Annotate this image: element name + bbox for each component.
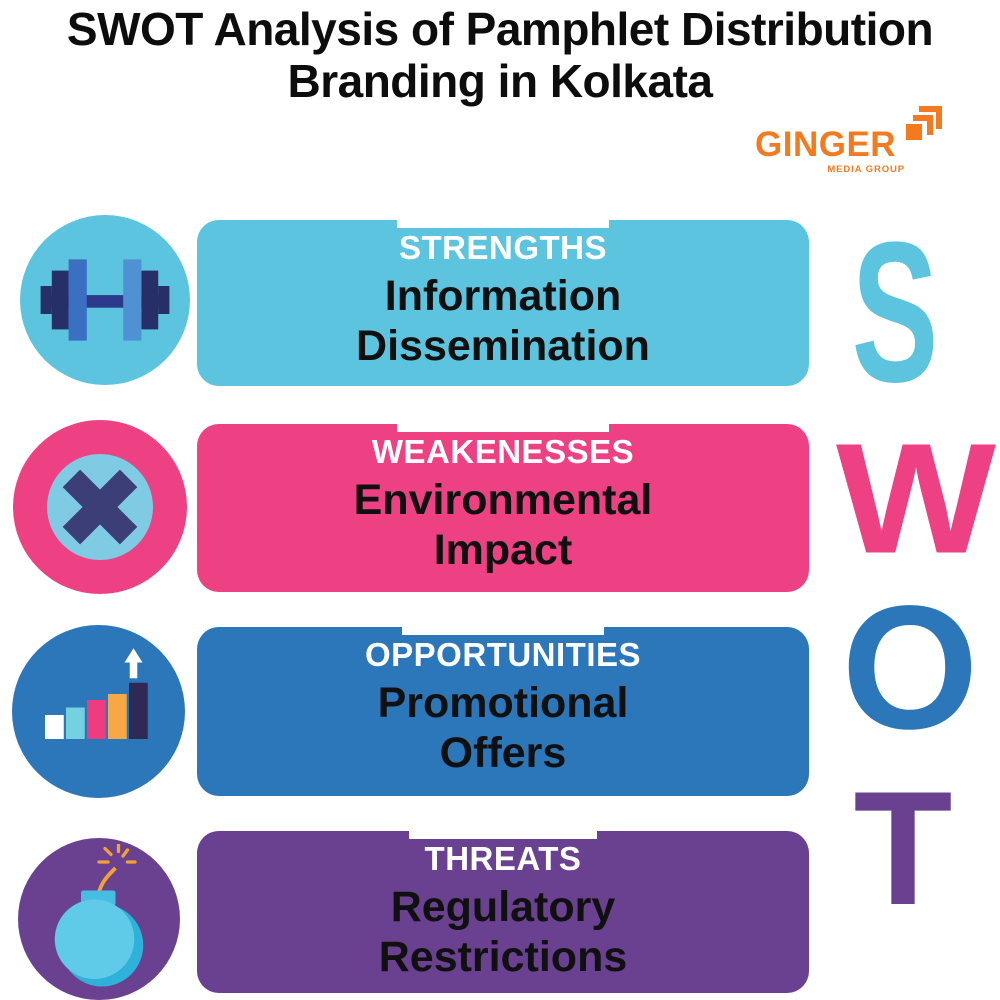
threats-text: Regulatory Restrictions [379,883,628,983]
weaknesses-card: WEAKENESSES Environmental Impact [197,418,809,592]
weaknesses-text-line1: Environmental [353,476,653,525]
opportunities-text: Promotional Offers [378,679,629,779]
weaknesses-text: Environmental Impact [354,476,653,576]
page-title-line2: Branding in Kolkata [287,54,713,107]
bomb-icon [54,844,144,987]
weaknesses-text-line2: Impact [433,526,573,575]
cross-icon-background [47,454,153,560]
layered-pages-icon [906,106,942,140]
logo-wordmark: GINGER [755,125,897,164]
opportunities-header: OPPORTUNITIES [364,636,642,673]
strengths-text-line2: Dissemination [356,322,650,371]
opportunities-badge-circle [12,625,185,798]
weaknesses-badge-circle [13,420,187,594]
strengths-badge-circle [20,215,190,385]
logo-tagline: MEDIA GROUP [827,164,905,175]
cross-icon [62,469,138,545]
strengths-header: STRENGTHS [398,229,607,266]
threats-text-line2: Restrictions [378,933,628,982]
letter-s: S [851,201,939,424]
header-underline [402,621,604,635]
threats-badge-circle [18,838,180,1000]
threats-header: THREATS [424,840,582,877]
opportunities-text-line2: Offers [439,729,567,778]
page-title: SWOT Analysis of Pamphlet Distribution B… [0,3,1000,108]
letter-o: O [841,570,979,766]
header-underline [397,418,609,432]
strengths-text: Information Dissemination [356,272,650,372]
letter-t: T [853,758,953,939]
threats-text-line1: Regulatory [390,883,616,932]
strengths-text-line1: Information [384,272,622,321]
dumbbell-icon [40,259,170,341]
strengths-card: STRENGTHS Information Dissemination [197,214,809,386]
opportunities-text-line1: Promotional [377,679,629,728]
brand-logo: GINGER MEDIA GROUP [755,103,947,178]
page-title-line1: SWOT Analysis of Pamphlet Distribution [66,3,934,55]
opportunities-card: OPPORTUNITIES Promotional Offers [197,621,809,796]
threats-card: THREATS Regulatory Restrictions [197,825,809,993]
header-underline [409,825,597,839]
letter-w: W [835,411,997,587]
weaknesses-header: WEAKENESSES [371,433,635,470]
bar-chart-icon [44,647,148,739]
header-underline [397,214,609,228]
